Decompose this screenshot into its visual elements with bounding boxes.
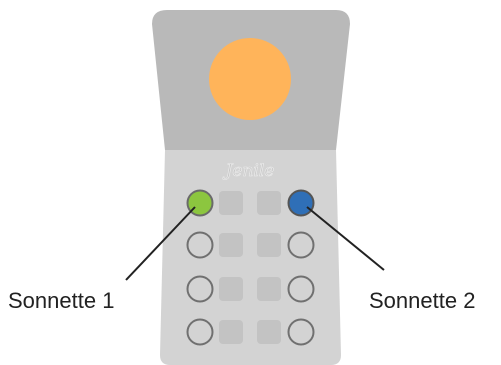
round-button[interactable] [186,231,214,259]
small-button[interactable] [257,233,281,257]
small-button[interactable] [257,320,281,344]
small-button[interactable] [219,277,243,301]
small-button[interactable] [257,191,281,215]
small-button[interactable] [257,277,281,301]
round-button[interactable] [186,275,214,303]
small-button[interactable] [219,191,243,215]
callout-label-sonnette-2: Sonnette 2 [369,288,476,313]
callout-line-right [306,206,385,271]
brand-logo: Jenile [223,161,275,181]
round-button[interactable] [186,318,214,346]
round-button[interactable] [287,318,315,346]
round-button[interactable] [287,231,315,259]
small-button[interactable] [219,320,243,344]
round-button[interactable] [287,275,315,303]
round-button-sonnette-2[interactable] [287,189,315,217]
callout-line-left [125,206,196,281]
callout-label-sonnette-1: Sonnette 1 [8,288,115,313]
lamp-light [209,38,291,120]
small-button[interactable] [219,233,243,257]
